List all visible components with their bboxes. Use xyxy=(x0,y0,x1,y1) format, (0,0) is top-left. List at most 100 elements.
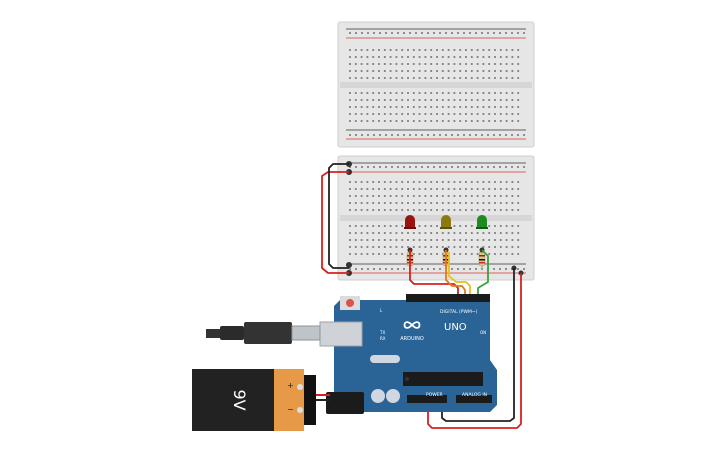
breadboard-hole[interactable] xyxy=(451,166,453,168)
breadboard-hole[interactable] xyxy=(475,32,477,34)
breadboard-hole[interactable] xyxy=(424,188,427,190)
breadboard-hole[interactable] xyxy=(366,209,369,211)
breadboard-hole[interactable] xyxy=(441,202,444,204)
breadboard-hole[interactable] xyxy=(505,225,508,227)
breadboard-hole[interactable] xyxy=(354,120,357,122)
breadboard-hole[interactable] xyxy=(463,32,465,34)
breadboard-hole[interactable] xyxy=(418,49,421,51)
breadboard-hole[interactable] xyxy=(415,166,417,168)
breadboard-hole[interactable] xyxy=(465,77,467,79)
breadboard-hole[interactable] xyxy=(482,99,485,101)
breadboard-hole[interactable] xyxy=(366,92,369,94)
breadboard-hole[interactable] xyxy=(424,49,427,51)
breadboard-hole[interactable] xyxy=(418,77,421,79)
breadboard-hole[interactable] xyxy=(378,92,380,94)
breadboard-hole[interactable] xyxy=(436,70,438,72)
breadboard-hole[interactable] xyxy=(367,268,369,270)
breadboard-hole[interactable] xyxy=(389,246,392,248)
breadboard-hole[interactable] xyxy=(427,166,429,168)
breadboard-hole[interactable] xyxy=(383,99,386,101)
breadboard-hole[interactable] xyxy=(447,202,450,204)
breadboard-hole[interactable] xyxy=(459,92,462,94)
breadboard-hole[interactable] xyxy=(412,188,415,190)
breadboard-hole[interactable] xyxy=(517,202,520,204)
breadboard-hole[interactable] xyxy=(441,113,444,115)
breadboard-hole[interactable] xyxy=(441,99,444,101)
breadboard-hole[interactable] xyxy=(436,232,438,234)
breadboard-main[interactable] xyxy=(337,155,535,281)
breadboard-hole[interactable] xyxy=(427,268,429,270)
breadboard-hole[interactable] xyxy=(407,99,409,101)
breadboard-hole[interactable] xyxy=(457,134,459,136)
breadboard-hole[interactable] xyxy=(482,56,485,58)
breadboard-hole[interactable] xyxy=(488,120,491,122)
breadboard-hole[interactable] xyxy=(433,134,435,136)
breadboard-hole[interactable] xyxy=(453,188,456,190)
breadboard-hole[interactable] xyxy=(470,113,473,115)
breadboard-hole[interactable] xyxy=(445,134,447,136)
breadboard-hole[interactable] xyxy=(401,181,404,183)
breadboard-hole[interactable] xyxy=(482,63,485,65)
breadboard-hole[interactable] xyxy=(511,56,514,58)
breadboard-hole[interactable] xyxy=(389,106,392,108)
breadboard-hole[interactable] xyxy=(401,63,404,65)
breadboard-hole[interactable] xyxy=(476,99,479,101)
breadboard-hole[interactable] xyxy=(441,232,444,234)
breadboard-hole[interactable] xyxy=(465,225,467,227)
breadboard-hole[interactable] xyxy=(383,70,386,72)
breadboard-hole[interactable] xyxy=(439,134,441,136)
breadboard-hole[interactable] xyxy=(354,181,357,183)
breadboard-hole[interactable] xyxy=(499,181,502,183)
breadboard-hole[interactable] xyxy=(389,99,392,101)
breadboard-hole[interactable] xyxy=(481,32,483,34)
breadboard-hole[interactable] xyxy=(366,70,369,72)
breadboard-hole[interactable] xyxy=(430,253,433,255)
breadboard-hole[interactable] xyxy=(360,99,363,101)
breadboard-hole[interactable] xyxy=(378,209,380,211)
arduino-uno-board[interactable]: ARDUINO UNO DIGITAL (PWM~) POWER ANALOG … xyxy=(319,294,497,414)
breadboard-hole[interactable] xyxy=(395,106,398,108)
breadboard-hole[interactable] xyxy=(401,77,404,79)
breadboard-hole[interactable] xyxy=(383,253,386,255)
breadboard-hole[interactable] xyxy=(465,70,467,72)
breadboard-hole[interactable] xyxy=(430,92,433,94)
breadboard-hole[interactable] xyxy=(383,49,386,51)
breadboard-hole[interactable] xyxy=(517,195,520,197)
breadboard-hole[interactable] xyxy=(482,209,485,211)
breadboard-hole[interactable] xyxy=(383,195,386,197)
breadboard-hole[interactable] xyxy=(418,202,421,204)
breadboard-hole[interactable] xyxy=(523,166,525,168)
breadboard-hole[interactable] xyxy=(517,77,520,79)
breadboard-hole[interactable] xyxy=(457,166,459,168)
breadboard-hole[interactable] xyxy=(451,268,453,270)
breadboard-hole[interactable] xyxy=(482,232,485,234)
breadboard-hole[interactable] xyxy=(349,120,351,122)
breadboard-hole[interactable] xyxy=(349,92,351,94)
breadboard-hole[interactable] xyxy=(354,106,357,108)
breadboard-hole[interactable] xyxy=(430,209,433,211)
breadboard-hole[interactable] xyxy=(447,209,450,211)
breadboard-hole[interactable] xyxy=(465,49,467,51)
breadboard-hole[interactable] xyxy=(361,134,363,136)
breadboard-hole[interactable] xyxy=(511,49,514,51)
breadboard-hole[interactable] xyxy=(401,70,404,72)
breadboard-hole[interactable] xyxy=(470,106,473,108)
breadboard-hole[interactable] xyxy=(378,99,380,101)
breadboard-hole[interactable] xyxy=(430,246,433,248)
breadboard-hole[interactable] xyxy=(424,70,427,72)
breadboard-hole[interactable] xyxy=(401,188,404,190)
breadboard-hole[interactable] xyxy=(494,56,496,58)
breadboard-hole[interactable] xyxy=(389,188,392,190)
breadboard-hole[interactable] xyxy=(397,134,399,136)
breadboard-hole[interactable] xyxy=(401,232,404,234)
breadboard-hole[interactable] xyxy=(349,209,351,211)
breadboard-hole[interactable] xyxy=(511,166,513,168)
breadboard-hole[interactable] xyxy=(401,195,404,197)
breadboard-hole[interactable] xyxy=(441,120,444,122)
breadboard-hole[interactable] xyxy=(459,63,462,65)
breadboard-hole[interactable] xyxy=(354,92,357,94)
breadboard-hole[interactable] xyxy=(389,253,392,255)
breadboard-hole[interactable] xyxy=(511,70,514,72)
breadboard-hole[interactable] xyxy=(383,209,386,211)
